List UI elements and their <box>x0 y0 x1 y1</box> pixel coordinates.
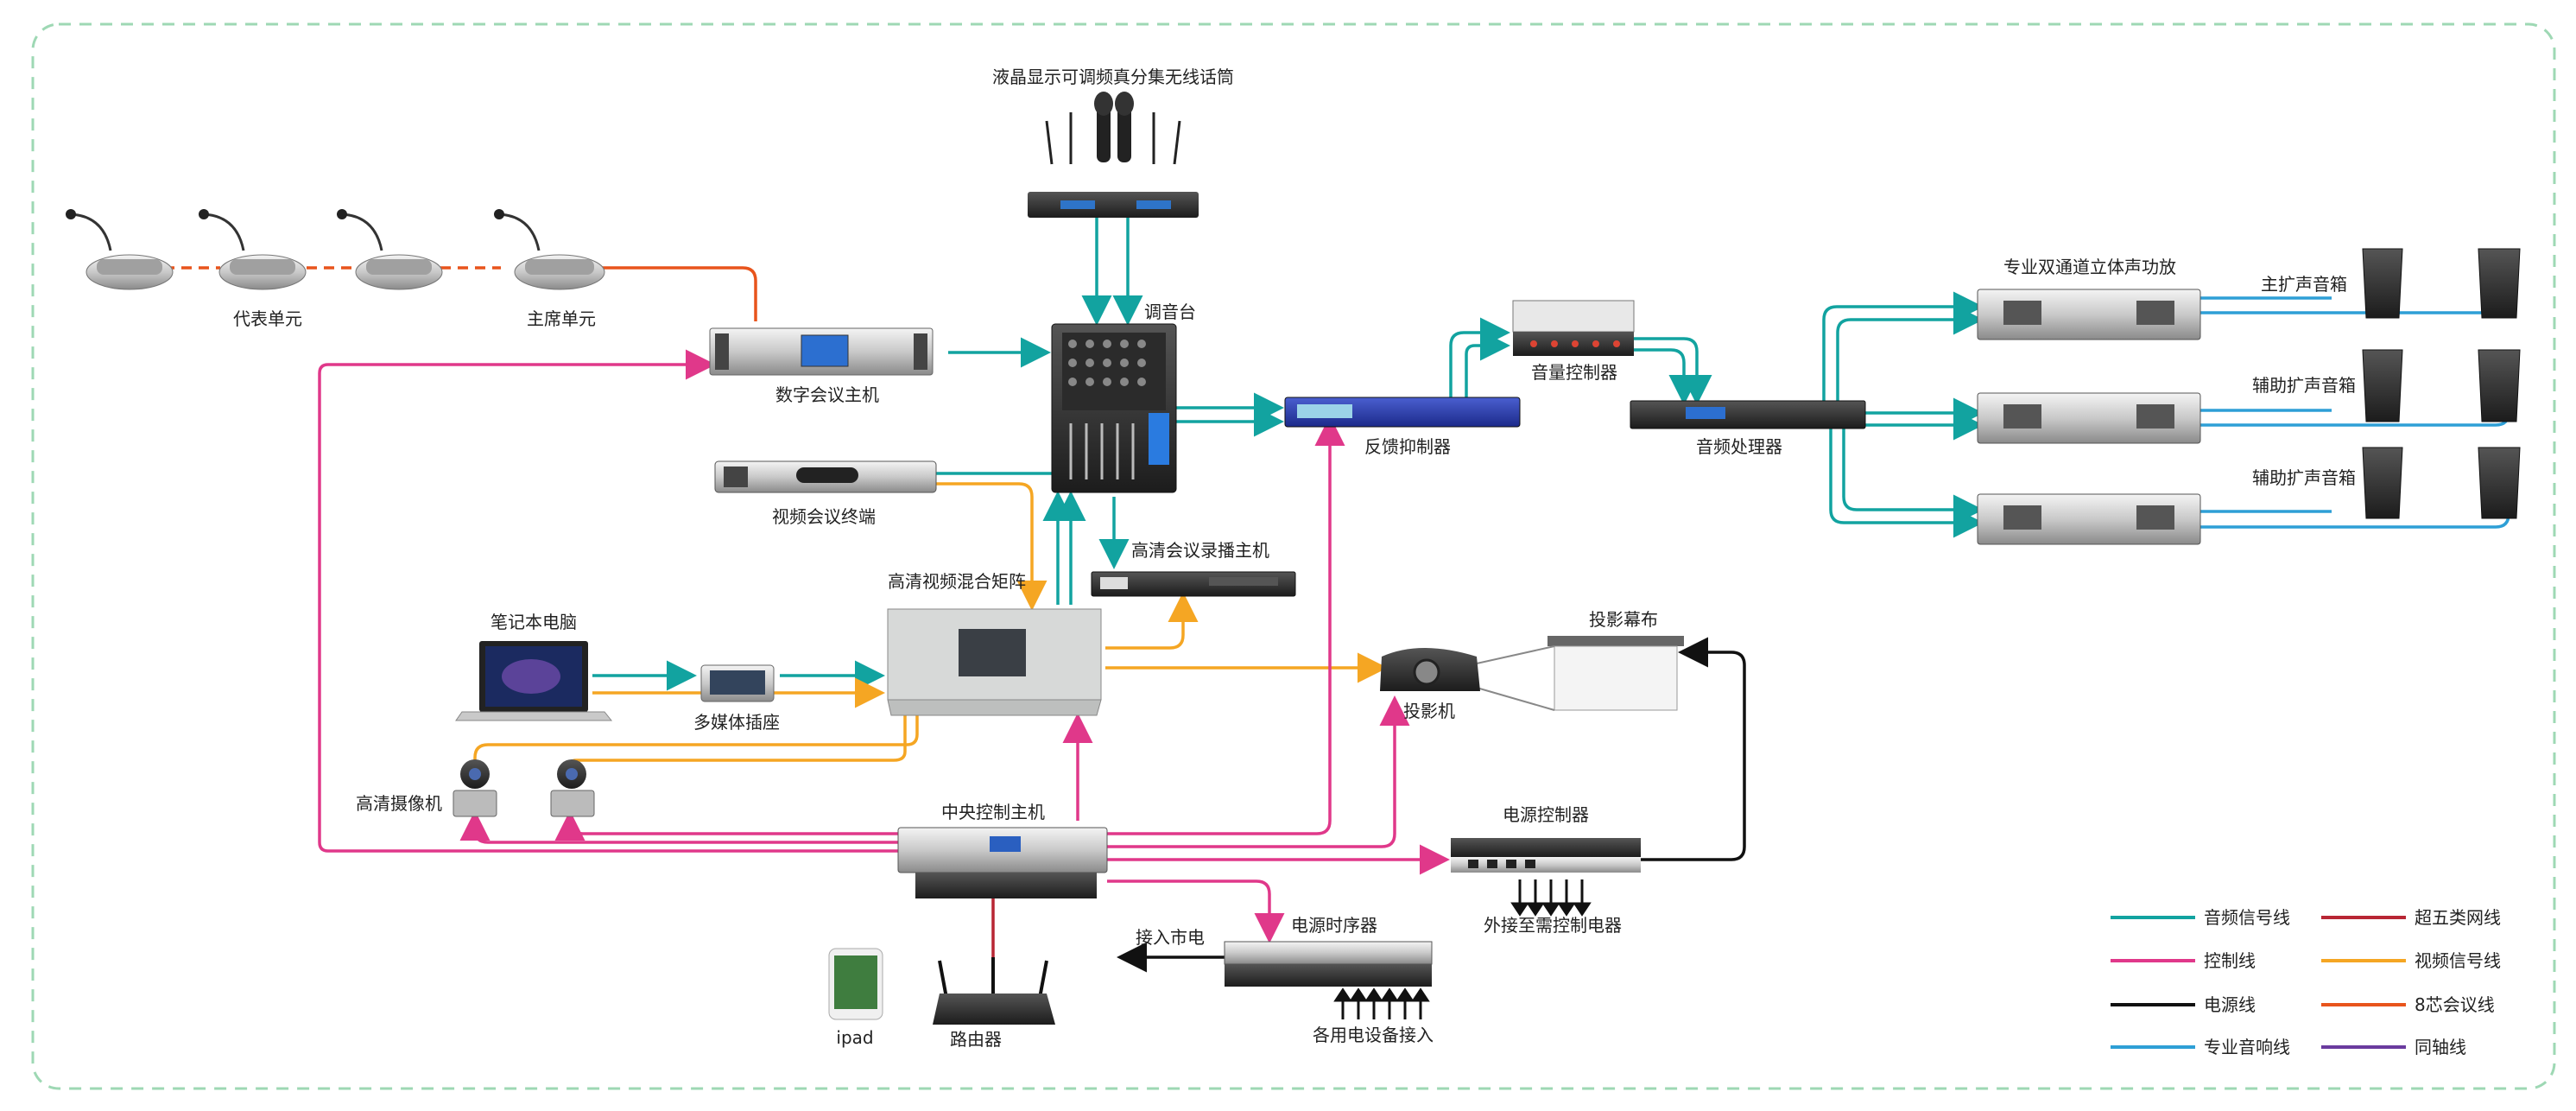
central-control-device <box>897 827 1108 898</box>
hd-camera-1 <box>453 759 497 817</box>
label-volume-ctrl: 音量控制器 <box>1531 362 1617 383</box>
label-main-speaker: 主扩声音箱 <box>2261 274 2347 295</box>
chairman-unit <box>494 209 605 290</box>
label-projector: 投影机 <box>1403 701 1455 721</box>
label-hd-camera: 高清摄像机 <box>356 793 442 814</box>
projector-device <box>1380 648 1480 691</box>
amplifier-2 <box>1977 392 2201 444</box>
legend-label-coax: 同轴线 <box>2415 1037 2466 1057</box>
legend-label-speaker: 专业音响线 <box>2204 1037 2290 1057</box>
multimedia-socket-device <box>700 664 775 702</box>
label-hd-recorder: 高清会议录播主机 <box>1131 540 1269 561</box>
speaker-aux-1b <box>2478 349 2521 422</box>
mixer-device <box>1051 323 1177 493</box>
conference-host-device <box>709 327 934 376</box>
label-laptop: 笔记本电脑 <box>491 612 577 632</box>
power-arrows-seq <box>1333 987 1430 1019</box>
label-delegate: 代表单元 <box>233 308 302 329</box>
hd-recorder-device <box>1091 571 1296 597</box>
labels: 液晶显示可调频真分集无线话筒 调音台 代表单元 主席单元 数字会议主机 视频会议… <box>233 67 2356 1050</box>
power-arrows-ctrl <box>1510 879 1592 917</box>
label-power-ext: 外接至需控制电器 <box>1484 915 1622 936</box>
power-controller-device <box>1451 838 1641 873</box>
label-video-terminal: 视频会议终端 <box>772 506 876 527</box>
outer-border <box>31 22 2556 1090</box>
label-audio-proc: 音频处理器 <box>1696 436 1782 457</box>
amplifier-1 <box>1977 289 2201 340</box>
connections <box>164 194 2510 994</box>
ipad-device <box>828 948 883 1020</box>
label-aux-speaker-1: 辅助扩声音箱 <box>2252 375 2356 396</box>
label-power-ctrl: 电源控制器 <box>1503 804 1589 825</box>
label-amp-title: 专业双通道立体声功放 <box>2003 257 2176 277</box>
speaker-aux-2b <box>2478 447 2521 519</box>
label-mixer: 调音台 <box>1144 302 1196 322</box>
hd-matrix-device <box>887 608 1102 716</box>
speaker-aux-2a <box>2362 447 2403 519</box>
speaker-main-1 <box>2362 248 2403 319</box>
laptop-device <box>455 641 613 721</box>
legend-label-audio: 音频信号线 <box>2204 907 2290 928</box>
label-ipad: ipad <box>836 1027 873 1048</box>
projection-screen-device <box>1476 636 1684 711</box>
label-chairman: 主席单元 <box>527 308 596 329</box>
label-mains: 接入市电 <box>1136 927 1205 948</box>
delegate-unit-2 <box>199 209 307 290</box>
speaker-main-2 <box>2478 248 2521 319</box>
hd-camera-2 <box>550 759 595 817</box>
legend-label-video: 视频信号线 <box>2415 950 2501 971</box>
label-backup: 各用电设备接入 <box>1313 1025 1434 1045</box>
audio-processor-device <box>1630 400 1866 429</box>
label-wireless-mic: 液晶显示可调频真分集无线话筒 <box>992 67 1234 87</box>
power-sequencer-device <box>1224 941 1433 987</box>
label-router: 路由器 <box>950 1029 1002 1050</box>
delegate-unit-1 <box>66 209 174 290</box>
legend-label-control: 控制线 <box>2204 950 2256 971</box>
legend-label-conf8: 8芯会议线 <box>2415 994 2495 1015</box>
label-power-seq: 电源时序器 <box>1291 915 1377 936</box>
label-feedback: 反馈抑制器 <box>1364 436 1451 457</box>
label-screen: 投影幕布 <box>1589 609 1658 630</box>
label-aux-speaker-2: 辅助扩声音箱 <box>2252 467 2356 488</box>
router-device <box>933 957 1055 1025</box>
speakers <box>2362 248 2521 519</box>
label-central-control: 中央控制主机 <box>941 802 1045 822</box>
delegate-unit-3 <box>337 209 443 290</box>
amplifier-3 <box>1977 493 2201 545</box>
label-hd-matrix: 高清视频混合矩阵 <box>888 571 1026 592</box>
legend-label-power: 电源线 <box>2204 994 2256 1015</box>
feedback-suppressor-device <box>1284 397 1521 428</box>
speaker-aux-1a <box>2362 349 2403 422</box>
label-multimedia-socket: 多媒体插座 <box>693 712 780 733</box>
legend-label-cat5: 超五类网线 <box>2415 907 2501 928</box>
wireless-mic-device <box>1028 92 1199 218</box>
volume-controller-device <box>1512 300 1635 356</box>
label-conf-host: 数字会议主机 <box>775 384 879 405</box>
conference-units <box>66 209 605 290</box>
video-terminal-device <box>714 460 937 493</box>
